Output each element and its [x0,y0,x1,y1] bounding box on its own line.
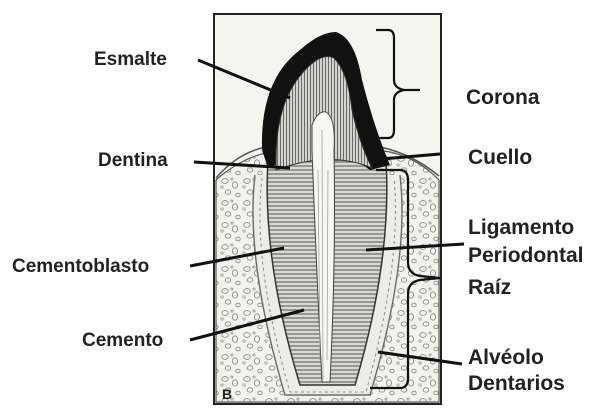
label-alveolo-line1: Alvéolo [468,346,544,369]
panel-letter: B [222,386,232,402]
label-corona: Corona [466,86,540,109]
label-esmalte: Esmalte [94,49,167,70]
label-raiz: Raíz [468,276,511,299]
label-ligamento-line2: Periodontal [468,244,584,267]
label-ligamento-line1: Ligamento [468,216,574,239]
label-alveolo-line2: Dentarios [468,372,565,395]
label-dentina: Dentina [98,150,168,171]
label-cemento: Cemento [82,330,163,351]
label-cuello: Cuello [468,146,532,169]
label-cementoblasto: Cementoblasto [12,256,149,277]
